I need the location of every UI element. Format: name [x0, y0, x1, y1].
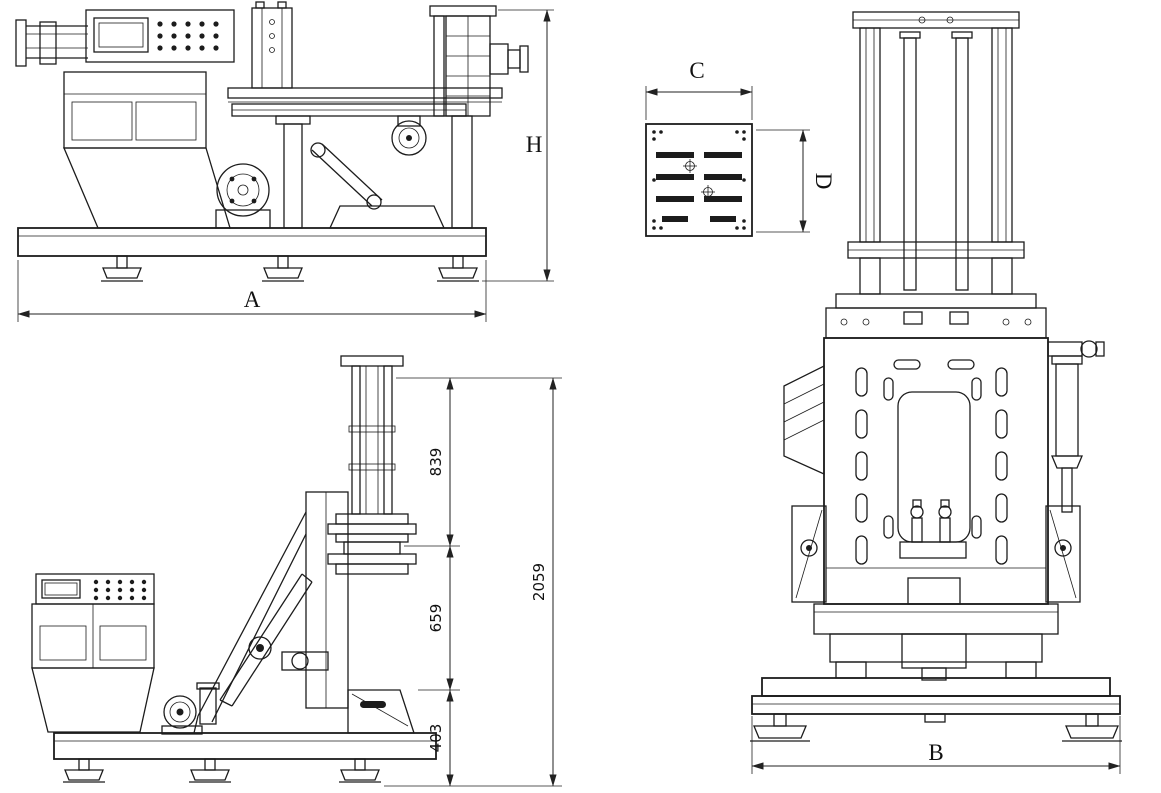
- dimension-659: 659: [418, 545, 460, 691]
- hopper-housing: [63, 147, 231, 229]
- main-body: [823, 337, 1049, 605]
- press-head: [327, 513, 417, 575]
- clamp-bracket: [251, 1, 293, 89]
- dim-label-2059: 2059: [530, 563, 548, 601]
- t-slots: [656, 152, 742, 222]
- machine-base-lower: [53, 732, 437, 783]
- guide-column: [340, 355, 404, 515]
- tilt-cylinder: [219, 573, 313, 707]
- motor-lower: [161, 682, 220, 735]
- base-front: [750, 677, 1122, 742]
- dim-label-403: 403: [427, 724, 445, 753]
- dimension-2059: 2059: [530, 377, 557, 787]
- dimension-H: H: [482, 9, 554, 282]
- side-chute: [783, 364, 825, 476]
- electrical-cabinet: [63, 71, 207, 149]
- dim-label-839: 839: [427, 448, 445, 477]
- machine-base: [17, 227, 487, 257]
- hydraulic-cylinder: [1047, 340, 1105, 513]
- dimension-B: B: [751, 716, 1121, 774]
- plan-view-plate: [645, 123, 753, 237]
- dim-label-659: 659: [427, 604, 445, 633]
- shoulder-plate: [825, 293, 1047, 339]
- dimension-C: C: [645, 58, 753, 120]
- dim-label-b: B: [928, 740, 943, 765]
- tilt-frame: [193, 491, 349, 734]
- support-column: [275, 115, 311, 229]
- dimension-A: A: [17, 260, 487, 322]
- dim-label-c: C: [689, 58, 704, 83]
- dimension-403: 403: [384, 689, 562, 787]
- pour-arm: [281, 651, 329, 671]
- dimension-D: D: [756, 129, 836, 233]
- top-gantry: [847, 11, 1025, 295]
- feed-table: [227, 87, 503, 117]
- cabinet-lower: [31, 603, 155, 733]
- dimension-839: 839: [396, 377, 562, 547]
- side-view-lower-left: [31, 355, 437, 783]
- idler-pulley: [391, 115, 427, 156]
- control-panel-lower: [35, 573, 155, 605]
- pour-valves: [899, 499, 967, 559]
- pivot-bracket-left: [791, 505, 827, 603]
- dim-label-a: A: [244, 287, 261, 312]
- control-panel: [85, 9, 235, 63]
- lower-frame: [813, 603, 1059, 681]
- leveling-feet: [101, 255, 479, 282]
- foot-bracket: [347, 689, 415, 734]
- tilt-linkage: [310, 142, 446, 229]
- side-cylinder: [489, 43, 529, 75]
- front-view: [750, 11, 1122, 742]
- pivot-bracket-right: [1045, 505, 1081, 603]
- dim-label-d: D: [811, 173, 836, 190]
- dim-label-h: H: [526, 132, 543, 157]
- tilt-column: [429, 5, 497, 229]
- drive-motor: [215, 163, 271, 229]
- side-view-upper-left: [15, 1, 529, 282]
- center-marks: [683, 159, 715, 199]
- outrigger: [15, 19, 88, 67]
